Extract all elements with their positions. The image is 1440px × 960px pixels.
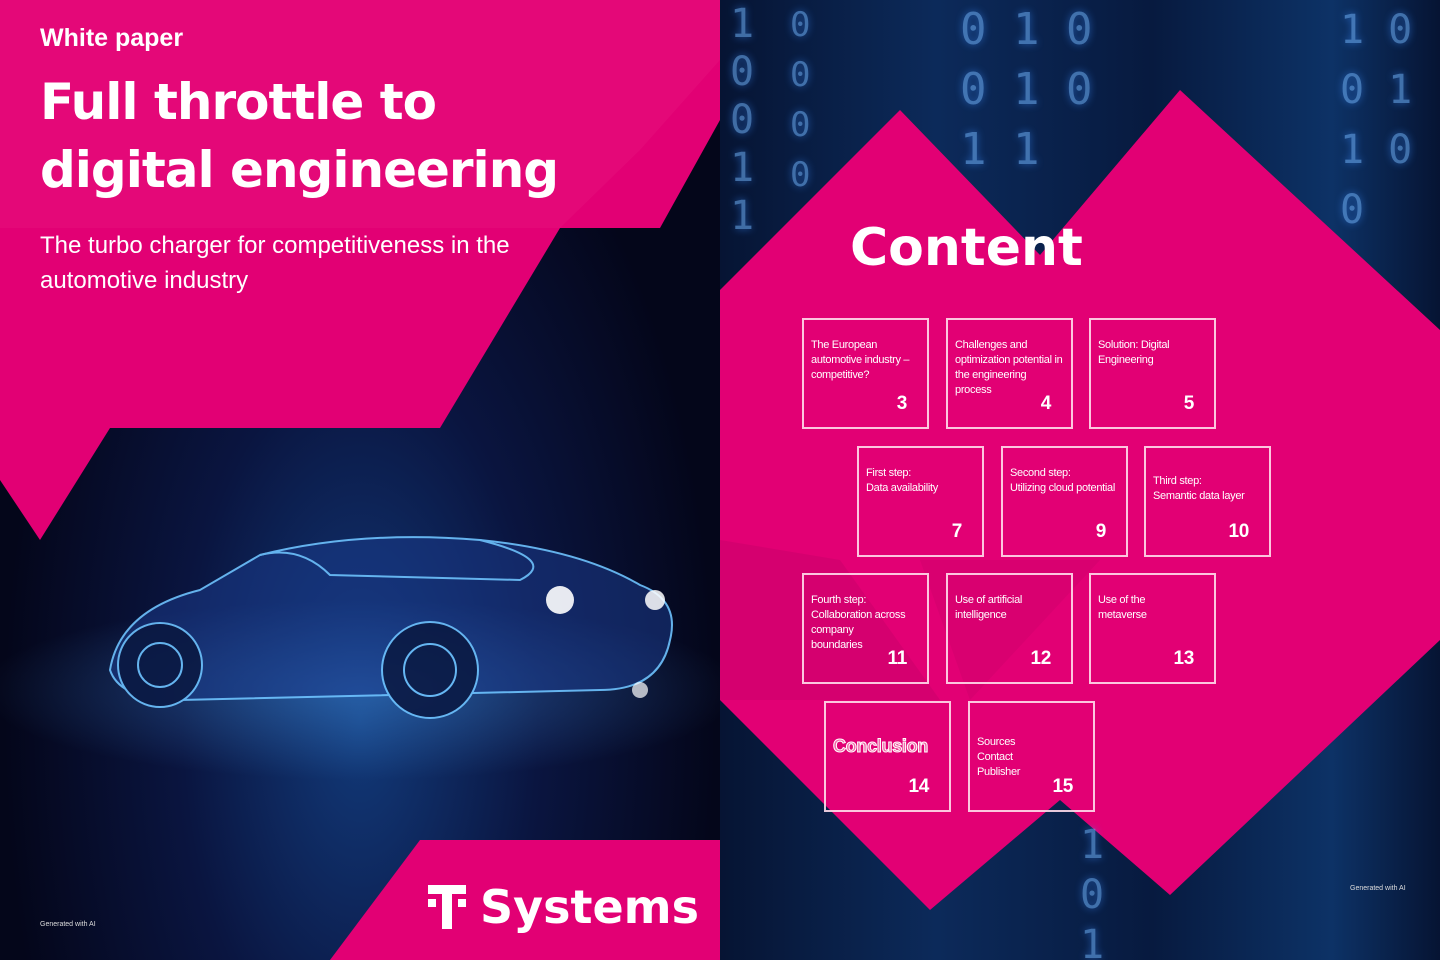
- toc-entry-label: Solution: Digital Engineering: [1098, 339, 1170, 366]
- toc-entry[interactable]: Use of artificial intelligence 12: [946, 573, 1073, 684]
- toc-entry-label: Sources Contact Publisher: [977, 736, 1021, 778]
- toc-entry[interactable]: Solution: Digital Engineering 5: [1089, 318, 1216, 429]
- toc-entry[interactable]: Third step: Semantic data layer 10: [1144, 446, 1271, 557]
- toc-entry-label: Challenges and optimization potential in…: [955, 339, 1063, 396]
- cover-subtitle: The turbo charger for competitiveness in…: [40, 232, 510, 294]
- document-type-label: White paper: [40, 24, 184, 52]
- cover-background: [0, 0, 720, 960]
- toc-entry-label: Use of the metaverse: [1098, 594, 1147, 621]
- toc-page-number: 9: [1095, 521, 1107, 542]
- title-line-2: digital engineering: [40, 141, 559, 199]
- toc-entry[interactable]: The European automotive industry – compe…: [802, 318, 929, 429]
- logo-text: Systems: [480, 880, 699, 934]
- telekom-t-icon: [428, 885, 466, 929]
- toc-page-number: 7: [951, 521, 963, 542]
- toc-entry-label: Conclusion: [833, 736, 929, 756]
- toc-page-number: 4: [1040, 393, 1052, 414]
- ai-generated-note: Generated with AI: [1350, 885, 1406, 892]
- cover-page: White paper Full throttle to digital eng…: [0, 0, 720, 960]
- toc-page-number: 15: [1052, 776, 1073, 797]
- ai-generated-note: Generated with AI: [40, 921, 96, 928]
- toc-entry-label: Use of artificial intelligence: [955, 594, 1023, 621]
- toc-entry[interactable]: Fourth step: Collaboration across compan…: [802, 573, 929, 684]
- toc-page-number: 12: [1030, 648, 1051, 669]
- toc-page-number: 13: [1173, 648, 1194, 669]
- cover-title: Full throttle to digital engineering: [40, 68, 559, 204]
- toc-page-number: 14: [908, 776, 929, 797]
- toc-entry-label: Fourth step: Collaboration across compan…: [811, 594, 906, 651]
- contents-title: Content: [850, 218, 1083, 278]
- title-line-1: Full throttle to: [40, 73, 437, 131]
- toc-entry[interactable]: Sources Contact Publisher 15: [968, 701, 1095, 812]
- toc-entry-label: Second step: Utilizing cloud potential: [1010, 467, 1116, 494]
- toc-page-number: 11: [887, 648, 908, 669]
- toc-entry-label: Third step: Semantic data layer: [1153, 475, 1245, 502]
- car-illustration: [108, 536, 673, 719]
- pink-diamond-shape: [720, 90, 1440, 910]
- toc-page-number: 3: [896, 393, 908, 414]
- toc-page-number: 5: [1183, 393, 1195, 414]
- toc-entry-label: The European automotive industry – compe…: [811, 339, 910, 381]
- toc-page-number: 10: [1228, 521, 1249, 542]
- toc-entry[interactable]: First step: Data availability 7: [857, 446, 984, 557]
- toc-entry[interactable]: Second step: Utilizing cloud potential 9: [1001, 446, 1128, 557]
- t-systems-logo: Systems: [428, 880, 699, 934]
- toc-entry[interactable]: Use of the metaverse 13: [1089, 573, 1216, 684]
- toc-entry[interactable]: Conclusion 14: [824, 701, 951, 812]
- toc-entry-label: First step: Data availability: [866, 467, 938, 494]
- toc-entry[interactable]: Challenges and optimization potential in…: [946, 318, 1073, 429]
